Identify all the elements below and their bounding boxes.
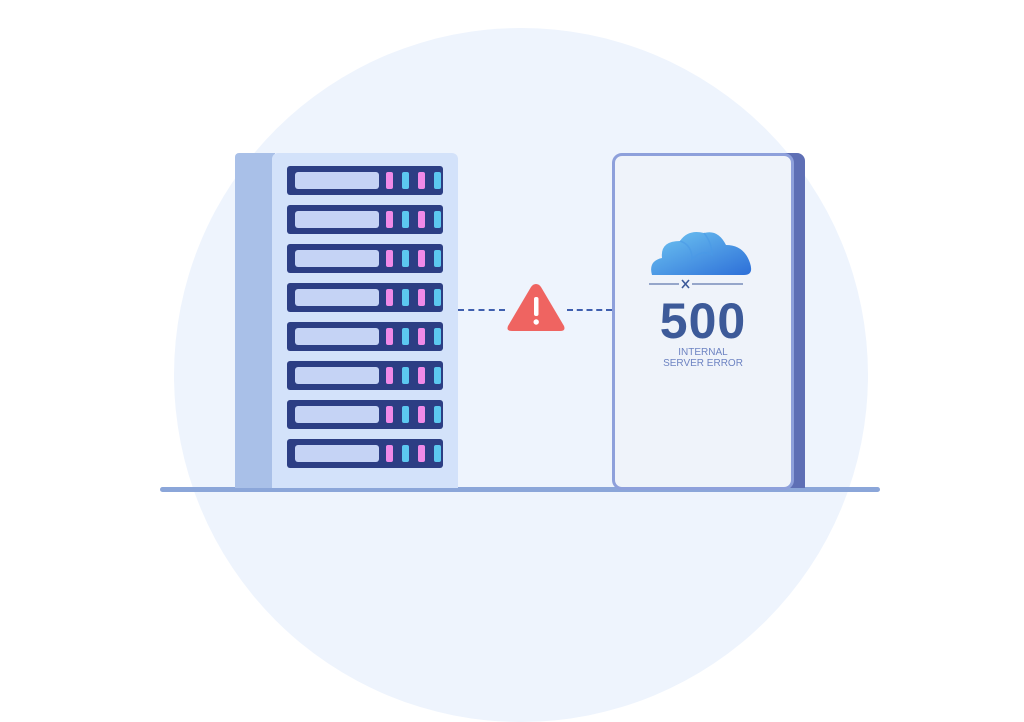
cloud-disconnected-icon: [649, 232, 752, 289]
connection-dashed-line-right: [567, 309, 612, 311]
status-led: [434, 328, 441, 345]
status-led: [386, 211, 393, 228]
status-led: [402, 406, 409, 423]
status-led: [418, 250, 425, 267]
status-led: [402, 211, 409, 228]
drive-slot: [295, 445, 379, 462]
status-led: [386, 328, 393, 345]
server-rack-unit: [287, 244, 443, 273]
status-led: [434, 406, 441, 423]
error-message-line2: SERVER ERROR: [663, 358, 743, 369]
status-led: [386, 250, 393, 267]
drive-slot: [295, 406, 379, 423]
status-led: [418, 172, 425, 189]
server-rack-icon: [272, 153, 458, 488]
status-led: [418, 367, 425, 384]
status-led: [386, 406, 393, 423]
error-message-line1: INTERNAL: [678, 347, 728, 358]
status-led: [402, 172, 409, 189]
server-rack-unit: [287, 322, 443, 351]
server-rack-unit: [287, 283, 443, 312]
ground-line: [160, 487, 880, 492]
status-led: [434, 289, 441, 306]
status-led: [402, 445, 409, 462]
status-led: [386, 445, 393, 462]
server-side-panel: [235, 153, 275, 488]
drive-slot: [295, 289, 379, 306]
status-led: [386, 367, 393, 384]
server-rack-unit: [287, 166, 443, 195]
status-led: [434, 445, 441, 462]
status-led: [418, 289, 425, 306]
drive-slot: [295, 250, 379, 267]
status-led: [386, 172, 393, 189]
status-led: [434, 250, 441, 267]
status-led: [434, 172, 441, 189]
status-led: [402, 289, 409, 306]
status-led: [418, 328, 425, 345]
status-led: [434, 367, 441, 384]
connection-dashed-line-left: [458, 309, 505, 311]
drive-slot: [295, 328, 379, 345]
drive-slot: [295, 367, 379, 384]
status-led: [418, 211, 425, 228]
warning-icon: [507, 284, 565, 331]
error-code: 500: [659, 293, 747, 349]
status-led: [418, 445, 425, 462]
error-screen: [612, 153, 794, 490]
server-rack-unit: [287, 205, 443, 234]
status-led: [402, 328, 409, 345]
drive-slot: [295, 211, 379, 228]
drive-slot: [295, 172, 379, 189]
error-message: INTERNAL SERVER ERROR: [612, 347, 794, 369]
server-rack-unit: [287, 400, 443, 429]
server-rack-unit: [287, 361, 443, 390]
server-rack-unit: [287, 439, 443, 468]
status-led: [386, 289, 393, 306]
status-led: [434, 211, 441, 228]
status-led: [402, 367, 409, 384]
status-led: [418, 406, 425, 423]
status-led: [402, 250, 409, 267]
